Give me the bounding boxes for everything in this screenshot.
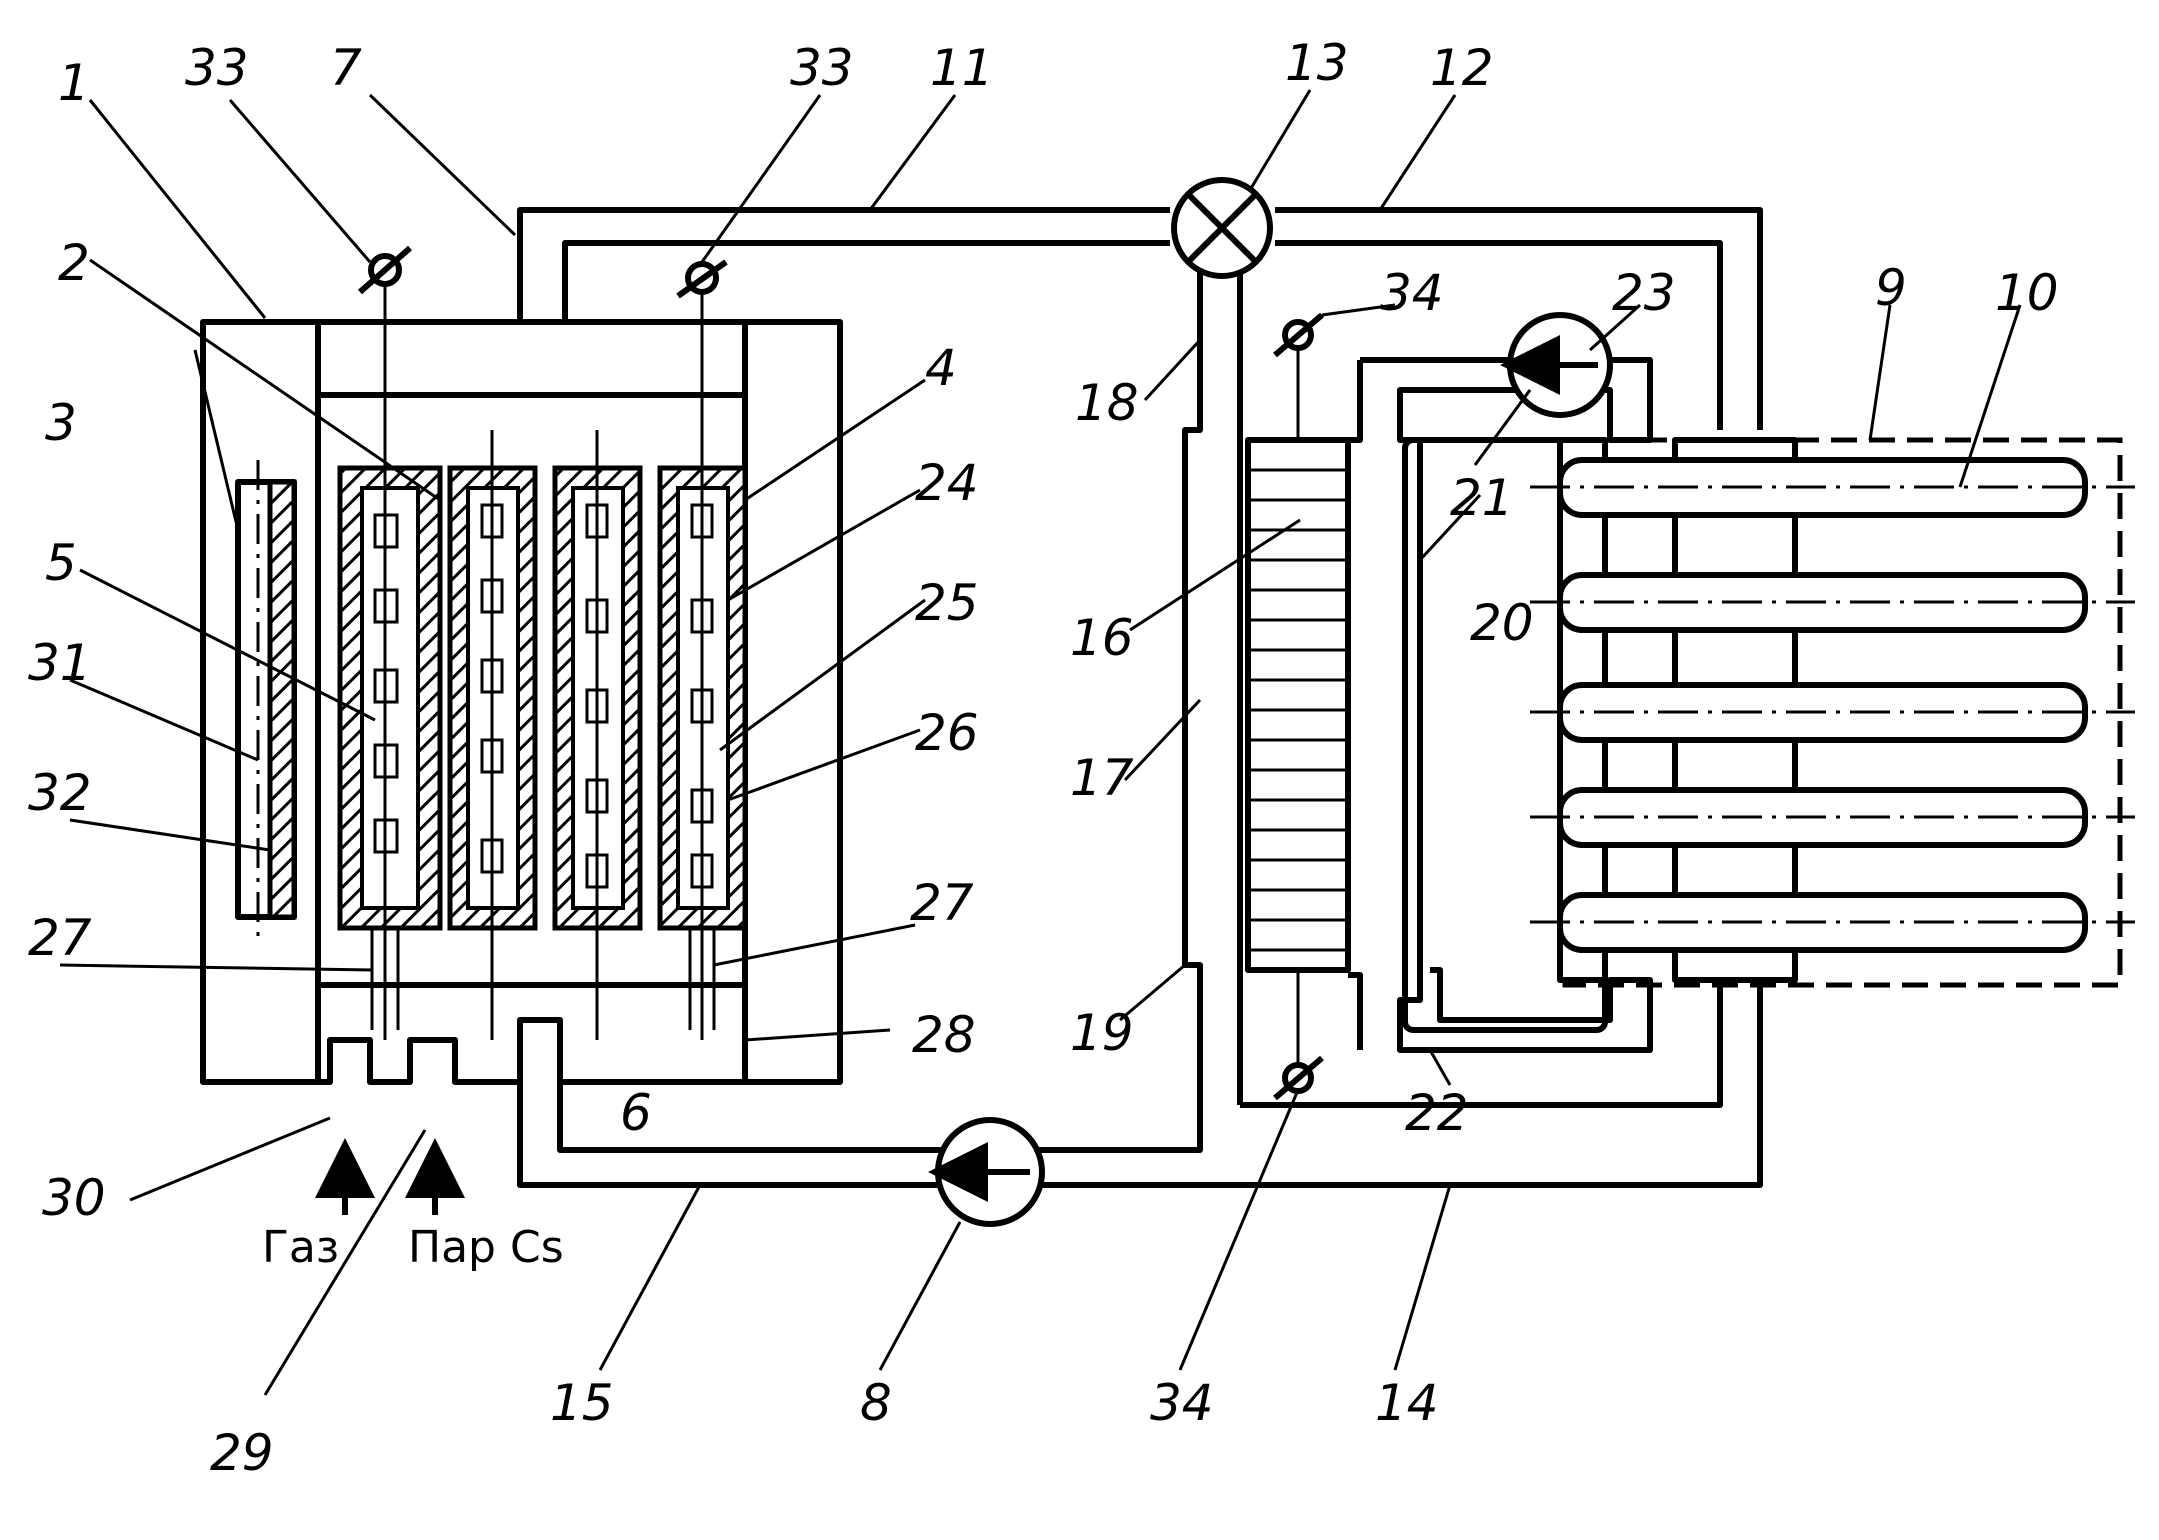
label-8: 8 [860, 1374, 892, 1432]
valve-33-right [678, 262, 726, 470]
label-29: 29 [210, 1424, 274, 1482]
heat-exchanger [1248, 440, 1348, 970]
radiator-unit [1530, 440, 2135, 985]
inlet-labels: Газ Пар Cs [262, 1222, 564, 1273]
label-gas-inlet: Газ [262, 1222, 339, 1273]
inlet-arrows [345, 1168, 435, 1215]
label-6: 6 [620, 1084, 652, 1142]
label-34-top: 34 [1380, 264, 1444, 322]
label-13: 13 [1285, 34, 1349, 92]
label-32: 32 [28, 764, 92, 822]
valve-34-top [1275, 315, 1322, 440]
label-30: 30 [42, 1169, 106, 1227]
label-31: 31 [28, 634, 92, 692]
label-16: 16 [1070, 609, 1134, 667]
label-24: 24 [915, 454, 979, 512]
label-15: 15 [550, 1374, 614, 1432]
label-33-left: 33 [185, 39, 249, 97]
label-27-right: 27 [910, 874, 974, 932]
label-34-bottom: 34 [1150, 1374, 1214, 1432]
label-5: 5 [45, 534, 77, 592]
label-11: 11 [930, 39, 994, 97]
fuel-elements [340, 395, 745, 1040]
valve-34-bottom [1275, 970, 1322, 1098]
label-18: 18 [1075, 374, 1139, 432]
valve-13 [1174, 180, 1270, 276]
label-22: 22 [1405, 1084, 1469, 1142]
label-1: 1 [58, 54, 90, 112]
label-10: 10 [1995, 264, 2059, 322]
label-14: 14 [1375, 1374, 1439, 1432]
pump-8 [938, 1120, 1042, 1224]
label-9: 9 [1875, 259, 1907, 317]
label-33-right: 33 [790, 39, 854, 97]
label-20: 20 [1470, 594, 1534, 652]
label-12: 12 [1430, 39, 1494, 97]
label-19: 19 [1070, 1004, 1134, 1062]
label-23: 23 [1612, 264, 1676, 322]
label-25: 25 [915, 574, 979, 632]
label-cesium-vapor-inlet: Пар Cs [408, 1222, 564, 1273]
label-27-left: 27 [28, 909, 92, 967]
label-17: 17 [1070, 749, 1134, 807]
label-2: 2 [58, 234, 90, 292]
valve-33-left [360, 248, 410, 470]
label-26: 26 [915, 704, 979, 762]
label-7: 7 [330, 39, 362, 97]
pump-21 [1510, 315, 1610, 415]
label-21: 21 [1450, 469, 1514, 527]
label-3: 3 [45, 394, 77, 452]
label-28: 28 [912, 1006, 976, 1064]
label-4: 4 [925, 339, 957, 397]
